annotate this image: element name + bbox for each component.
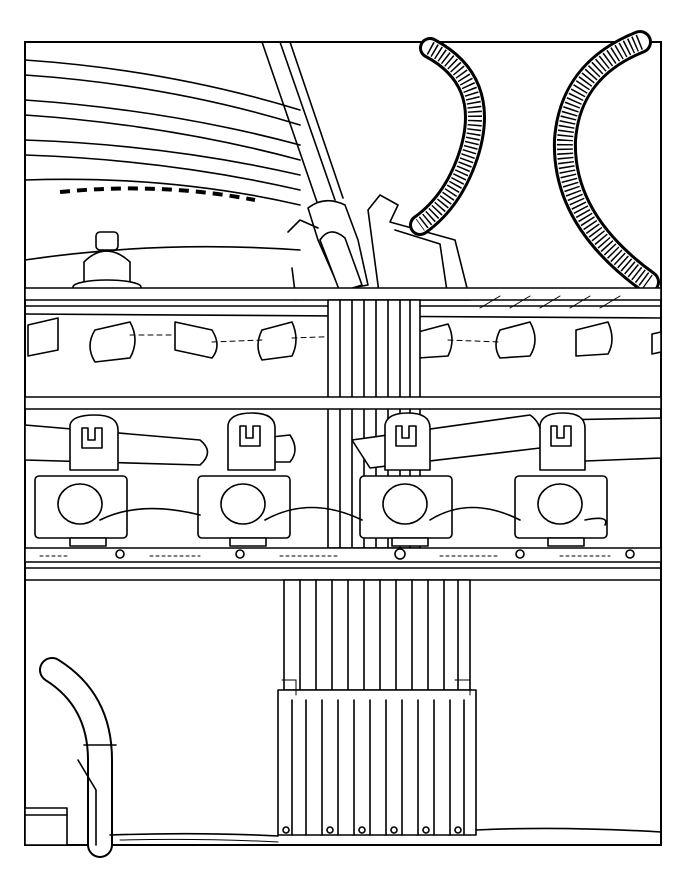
curved-pipe xyxy=(39,657,117,858)
diagonal-rod xyxy=(261,41,369,293)
motor-unit-2 xyxy=(197,412,291,547)
cable-bundle xyxy=(277,579,477,836)
motor-row xyxy=(24,412,662,547)
motor-unit-3 xyxy=(359,412,453,547)
corrugated-hose-left xyxy=(409,37,486,236)
disc-ring xyxy=(59,186,256,202)
floor-wires xyxy=(109,827,662,843)
lower-plate xyxy=(24,547,662,581)
motor-unit-4 xyxy=(514,412,608,547)
upper-plate xyxy=(24,287,662,319)
middle-divider xyxy=(24,396,662,410)
drum-assembly xyxy=(24,59,301,295)
junction-box xyxy=(24,807,68,846)
corrugated-hose-right xyxy=(552,30,660,294)
motor-unit-1 xyxy=(34,414,128,547)
